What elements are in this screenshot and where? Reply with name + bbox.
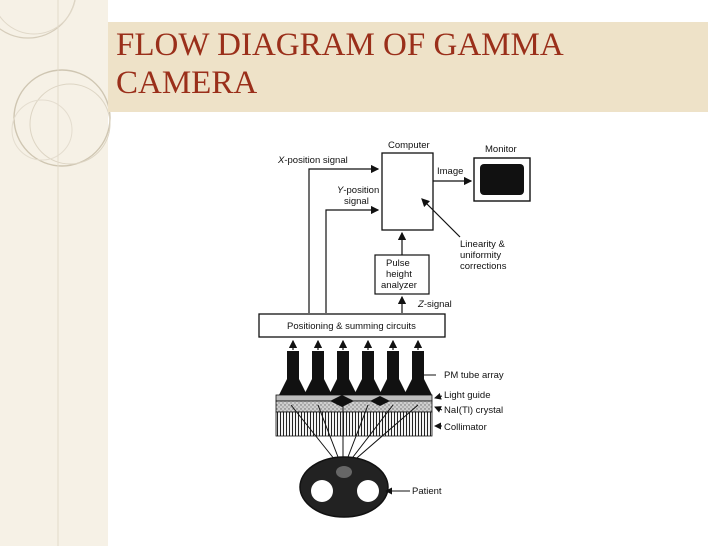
- linearity-label-1: Linearity &: [460, 239, 506, 250]
- nai-crystal: [275, 400, 433, 413]
- linearity-label-2: uniformity: [460, 250, 501, 261]
- z-signal-label: Z-signal: [417, 299, 452, 310]
- collimator-label: Collimator: [444, 422, 487, 433]
- component-pointers: [385, 371, 443, 495]
- light-guide-label: Light guide: [444, 390, 490, 401]
- patient-source-spot: [336, 466, 352, 478]
- pha-label-1: Pulse: [386, 258, 410, 269]
- x-signal-line: [308, 164, 380, 313]
- computer-label: Computer: [388, 140, 430, 151]
- crystal-label: NaI(Tl) crystal: [444, 405, 503, 416]
- positioning-label: Positioning & summing circuits: [287, 321, 416, 332]
- title-band: [108, 22, 708, 112]
- light-guide: [275, 394, 433, 402]
- positioning-box: [258, 313, 446, 338]
- image-label: Image: [437, 166, 463, 177]
- x-signal-label: X-position signal: [277, 155, 348, 166]
- linearity-label-3: corrections: [460, 261, 507, 272]
- pm-tube-label: PM tube array: [444, 370, 504, 381]
- patient-label: Patient: [412, 486, 442, 497]
- y-signal-line: [325, 205, 380, 313]
- patient-organ-left: [311, 480, 333, 502]
- pha-label-3: analyzer: [381, 280, 417, 291]
- side-decoration-band: [0, 0, 108, 546]
- y-signal-label-line2: signal: [344, 196, 369, 207]
- computer-box: [381, 152, 434, 231]
- pm-tube-signal-arrows: [288, 339, 423, 350]
- monitor-label: Monitor: [485, 144, 517, 155]
- pm-tube-array: [279, 351, 432, 395]
- monitor-screen: [480, 164, 524, 195]
- slide-title: FLOW DIAGRAM OF GAMMA CAMERA: [116, 27, 562, 101]
- linearity-arrow: [421, 198, 461, 238]
- y-signal-label: Y-position: [337, 185, 379, 196]
- pha-label-2: height: [386, 269, 412, 280]
- scintillation-flashes: [330, 395, 390, 407]
- patient-organ-right: [357, 480, 379, 502]
